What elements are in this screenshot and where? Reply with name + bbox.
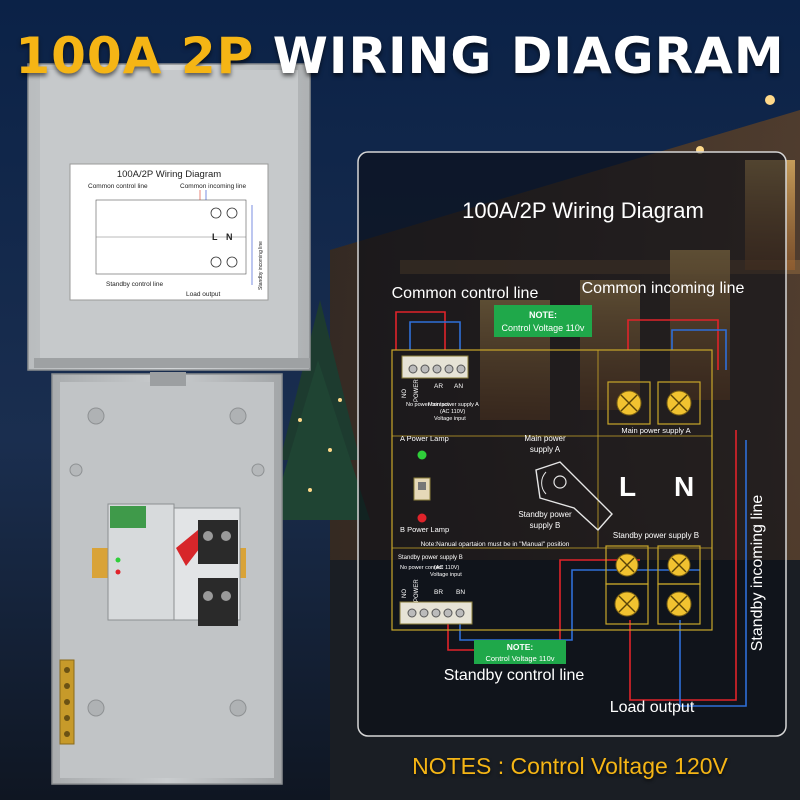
lid-label-common-control: Common control line (88, 183, 148, 190)
lid-label-standby-control: Standby control line (106, 281, 163, 288)
lid-label-common-incoming: Common incoming line (180, 183, 246, 190)
module-outline (391, 349, 713, 631)
main-power-label-line2: supply A (530, 445, 561, 454)
christmas-tree (270, 300, 370, 520)
bottom-note-line1: NOTE: (507, 642, 534, 652)
top-input-line1: Main power supply A (428, 402, 479, 408)
top-term-no: NO (402, 389, 408, 398)
n-terminal-label: N (674, 471, 694, 502)
top-input-line3: Voltage input (434, 416, 466, 422)
standby-power-supply-b-caption: Standby power supply B (613, 531, 699, 540)
load-output-label: Load output (610, 699, 695, 716)
lid-label-l: L (212, 232, 218, 242)
bottom-term-bn: BN (456, 589, 465, 596)
footer-control-voltage-note: NOTES : Control Voltage 120V (412, 753, 728, 779)
main-power-supply-a-caption: Main power supply A (621, 426, 690, 435)
bottom-note-line2: Control Voltage 110v (485, 654, 554, 663)
b-power-lamp (417, 513, 427, 523)
top-input-line2: (AC 110V) (440, 409, 465, 415)
common-incoming-line-label: Common incoming line (582, 280, 745, 297)
lid-wiring-label: 100A/2P Wiring Diagram Common control li… (69, 163, 269, 301)
common-control-line-label: Common control line (392, 285, 539, 302)
control-terminal-block (110, 506, 146, 528)
bottom-input-line2: Voltage input (430, 572, 462, 578)
padlock-hasp (150, 372, 186, 386)
lid-label-standby-incoming: Standby incoming line (258, 241, 264, 290)
headline: 100A 2P WIRING DIAGRAM (0, 26, 800, 86)
top-term-ar: AR (434, 383, 443, 390)
standby-incoming-line-label: Standby incoming line (749, 495, 766, 652)
bottom-input-line1: (AC 110V) (434, 565, 459, 571)
standby-label-line2: supply B (530, 521, 561, 530)
bottom-supply-caption: Standby power supply B (398, 555, 463, 561)
top-control-terminal-block (401, 355, 469, 379)
headline-part-b: WIRING DIAGRAM (272, 27, 785, 85)
standby-label-line1: Standby power (518, 510, 572, 519)
b-power-lamp-label: B Power Lamp (400, 525, 449, 534)
top-term-an: AN (454, 383, 463, 390)
bottom-term-power: POWER (414, 579, 420, 602)
manual-operation-note: Note:Nanual opartaion must be in "Manual… (421, 541, 570, 548)
transfer-switch (92, 503, 246, 626)
bottom-term-no: NO (402, 589, 408, 598)
lid-label-load-output: Load output (186, 291, 221, 298)
bottom-term-br: BR (434, 589, 443, 596)
top-note-line1: NOTE: (529, 310, 557, 320)
top-term-power: POWER (414, 379, 420, 402)
bottom-control-terminal-block (399, 601, 473, 625)
bottom-no-power-contact: No power contact (400, 565, 443, 571)
lid-label-title: 100A/2P Wiring Diagram (117, 169, 221, 180)
top-note-box (494, 305, 592, 337)
bottom-note-box (474, 640, 566, 664)
main-supply-terminals (607, 381, 701, 425)
diagram-title: 100A/2P Wiring Diagram (462, 198, 704, 223)
a-power-lamp (417, 450, 427, 460)
transfer-handle-icon (535, 461, 613, 532)
l-terminal-label: L (619, 471, 636, 502)
a-power-lamp-label: A Power Lamp (400, 434, 449, 443)
ground-bar (59, 659, 75, 745)
headline-part-a: 100A 2P (15, 27, 255, 85)
wiring-diagram-panel: 100A/2P Wiring Diagram Common control li… (357, 151, 787, 737)
top-note-line2: Control Voltage 110v (502, 323, 585, 333)
standby-control-line-label: Standby control line (444, 667, 585, 684)
standby-supply-terminals (605, 545, 701, 625)
lid-label-n: N (226, 232, 233, 242)
main-power-label-line1: Main power (524, 434, 566, 443)
top-no-power-contact: No power contact (406, 402, 449, 408)
